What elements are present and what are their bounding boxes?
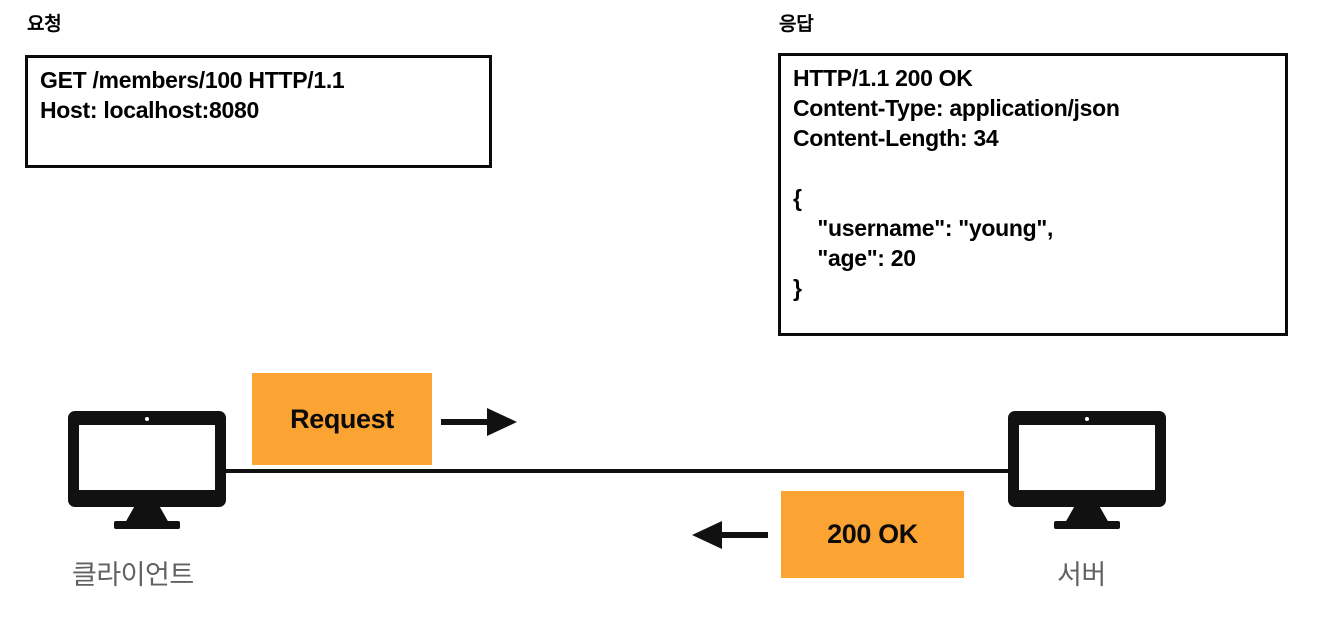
request-direction-arrow-right-icon — [441, 408, 517, 436]
server-label: 서버 — [1057, 560, 1106, 590]
response-message-text: HTTP/1.1 200 OK Content-Type: applicatio… — [793, 65, 1120, 301]
response-direction-arrow-left-icon — [692, 521, 768, 549]
monitor-camera-icon — [145, 417, 149, 421]
client-computer-icon — [68, 411, 226, 529]
monitor-bezel — [68, 411, 226, 507]
request-message-box: GET /members/100 HTTP/1.1 Host: localhos… — [25, 55, 492, 168]
request-section-heading: 요청 — [27, 14, 62, 35]
monitor-screen — [1019, 425, 1155, 490]
request-chip: Request — [252, 373, 432, 465]
response-chip-label: 200 OK — [827, 519, 918, 549]
monitor-camera-icon — [1085, 417, 1089, 421]
response-message-box: HTTP/1.1 200 OK Content-Type: applicatio… — [778, 53, 1288, 336]
request-message-text: GET /members/100 HTTP/1.1 Host: localhos… — [40, 67, 345, 123]
response-chip: 200 OK — [781, 491, 964, 578]
server-computer-icon — [1008, 411, 1166, 529]
monitor-stand-base — [114, 521, 180, 529]
monitor-bezel — [1008, 411, 1166, 507]
response-section-heading: 응답 — [779, 14, 814, 35]
monitor-stand-base — [1054, 521, 1120, 529]
network-connection-line — [222, 469, 1012, 473]
client-label: 클라이언트 — [72, 560, 194, 590]
monitor-screen — [79, 425, 215, 490]
request-chip-label: Request — [290, 403, 394, 434]
monitor-stand-neck — [1065, 506, 1109, 523]
monitor-stand-neck — [125, 506, 169, 523]
